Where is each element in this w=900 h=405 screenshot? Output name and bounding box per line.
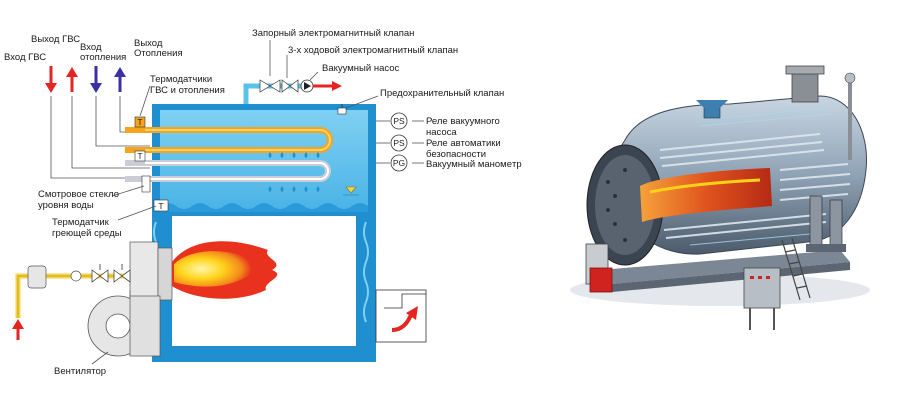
badge-t3: T bbox=[158, 201, 163, 211]
label-dhw-out: Выход ГВС bbox=[31, 34, 80, 45]
boiler-schematic: T T T PS PS bbox=[4, 28, 522, 377]
fuel-filter-icon bbox=[27, 265, 47, 289]
label-safety-valve: Предохранительный клапан bbox=[380, 88, 504, 99]
label-sight-glass-2: уровня воды bbox=[38, 200, 94, 211]
label-auto-relay-2: безопасности bbox=[426, 149, 486, 160]
label-heat-sensor-2: греющей среды bbox=[52, 228, 122, 239]
fuel-line bbox=[12, 264, 131, 340]
label-fan: Вентилятор bbox=[54, 366, 106, 377]
ladder bbox=[781, 237, 811, 301]
fan bbox=[87, 290, 161, 357]
label-vacuum-relay-2: насоса bbox=[426, 127, 457, 138]
label-heating-in-1: Вход bbox=[80, 42, 102, 53]
label-heating-in-2: отопления bbox=[80, 52, 126, 63]
label-heating-out-2: Отопления bbox=[134, 48, 183, 59]
label-sight-glass-1: Смотровое стекло bbox=[38, 189, 119, 200]
label-vacuum-relay-1: Реле вакуумного bbox=[426, 116, 500, 127]
vacuum-line bbox=[243, 79, 347, 115]
fuel-in-arrow bbox=[12, 319, 24, 329]
badge-ps1: PS bbox=[393, 116, 405, 126]
badge-ps2: PS bbox=[393, 138, 405, 148]
label-thermo-sensors-1: Термодатчики bbox=[150, 74, 212, 85]
label-heat-sensor-1: Термодатчик bbox=[52, 217, 110, 228]
inlet-outlet-arrows bbox=[45, 66, 126, 93]
label-vacuum-pump: Вакуумный насос bbox=[322, 63, 399, 74]
sight-glass bbox=[141, 175, 151, 193]
relay-badges: PS PS PG bbox=[376, 112, 408, 172]
boiler-cutaway-illustration bbox=[570, 65, 870, 330]
schematic-labels: Вход ГВС Выход ГВС Вход отопления Выход … bbox=[4, 28, 522, 377]
thermo-sensor-badges: T T T bbox=[134, 116, 169, 212]
label-thermo-sensors-2: ГВС и отопления bbox=[150, 85, 225, 96]
label-heating-out-1: Выход bbox=[134, 38, 163, 49]
label-dhw-in: Вход ГВС bbox=[4, 52, 46, 63]
label-auto-relay-1: Реле автоматики bbox=[426, 138, 501, 149]
badge-pg: PG bbox=[393, 158, 405, 168]
label-vacuum-gauge: Вакуумный маномeтр bbox=[426, 159, 522, 170]
feed-pumps bbox=[806, 195, 846, 252]
safety-valve-icon bbox=[337, 107, 347, 115]
heating-in-arrow bbox=[90, 66, 102, 93]
dhw-in-arrow bbox=[45, 66, 57, 93]
condensate-drops bbox=[268, 152, 320, 192]
control-panel bbox=[743, 267, 781, 309]
dhw-out-arrow bbox=[66, 67, 78, 92]
heat-exchanger-coils bbox=[125, 127, 333, 182]
shutoff-valve-icon bbox=[259, 79, 271, 93]
heating-out-arrow bbox=[114, 67, 126, 92]
burner-motor-icon bbox=[589, 267, 613, 293]
burner bbox=[129, 241, 278, 307]
label-shutoff-valve: Запорный электромагнитный клапан bbox=[252, 28, 414, 39]
badge-t1: T bbox=[137, 117, 142, 127]
label-three-way-valve: 3-х ходовой электромагнитный клапан bbox=[288, 45, 458, 56]
badge-t2: T bbox=[137, 151, 142, 161]
three-way-valve-icon bbox=[281, 79, 291, 93]
